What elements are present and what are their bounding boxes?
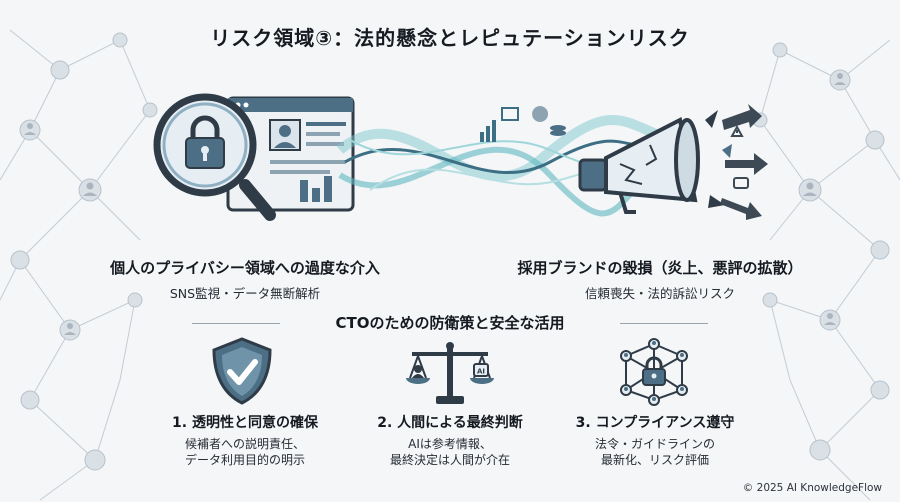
- shield-check-icon: [212, 337, 272, 405]
- measure-title: 1. 透明性と同意の確保: [172, 415, 318, 431]
- section-divider-right: [620, 323, 708, 324]
- page-title: リスク領域③：法的懸念とレピュテーションリスク: [210, 26, 690, 50]
- risk-brand-sub: 信頼喪失・法的訴訟リスク: [584, 286, 735, 301]
- broken-megaphone-icon: [578, 110, 732, 214]
- scale-ai-chip-label: AI: [477, 368, 485, 376]
- risk-brand: 採用ブランドの毀損（炎上、悪評の拡散） 信頼喪失・法的訴訟リスク: [480, 257, 840, 302]
- measure-line: データ利用目的の明示: [184, 453, 305, 467]
- measure-line: 候補者への説明責任、: [184, 437, 305, 451]
- risk-privacy-heading: 個人のプライバシー領域への過度な介入: [110, 259, 380, 277]
- hero-illustration: [153, 93, 768, 221]
- measure-line: AIは参考情報、: [408, 437, 492, 451]
- section-title: CTOのための防衛策と安全な活用: [335, 314, 565, 332]
- risk-privacy-sub: SNS監視・データ無断解析: [169, 286, 321, 301]
- measure-title: 3. コンプライアンス遵守: [575, 415, 735, 431]
- measure-human-judgement: 2. 人間による最終判断 AIは参考情報、 最終決定は人間が介在: [330, 412, 570, 468]
- measure-line: 最終決定は人間が介在: [389, 453, 510, 467]
- risk-privacy: 個人のプライバシー領域への過度な介入 SNS監視・データ無断解析: [80, 257, 410, 302]
- network-lock-icon: [620, 338, 688, 406]
- profile-document-icon: [226, 96, 355, 212]
- risk-brand-heading: 採用ブランドの毀損（炎上、悪評の拡散）: [517, 259, 803, 277]
- copyright: © 2025 AI KnowledgeFlow: [742, 482, 882, 494]
- measure-line: 最新化、リスク評価: [600, 453, 709, 467]
- measure-compliance: 3. コンプライアンス遵守 法令・ガイドラインの 最新化、リスク評価: [535, 412, 775, 468]
- measure-transparency: 1. 透明性と同意の確保 候補者への説明責任、 データ利用目的の明示: [125, 412, 365, 468]
- justice-scale-icon: AI: [406, 342, 494, 404]
- section-divider-left: [192, 323, 280, 324]
- measure-line: 法令・ガイドラインの: [594, 437, 715, 451]
- magnifier-lock-icon: [153, 93, 276, 221]
- measure-title: 2. 人間による最終判断: [377, 415, 523, 431]
- spreading-arrows-icon: [720, 104, 768, 220]
- floating-chart-icons: [480, 106, 566, 142]
